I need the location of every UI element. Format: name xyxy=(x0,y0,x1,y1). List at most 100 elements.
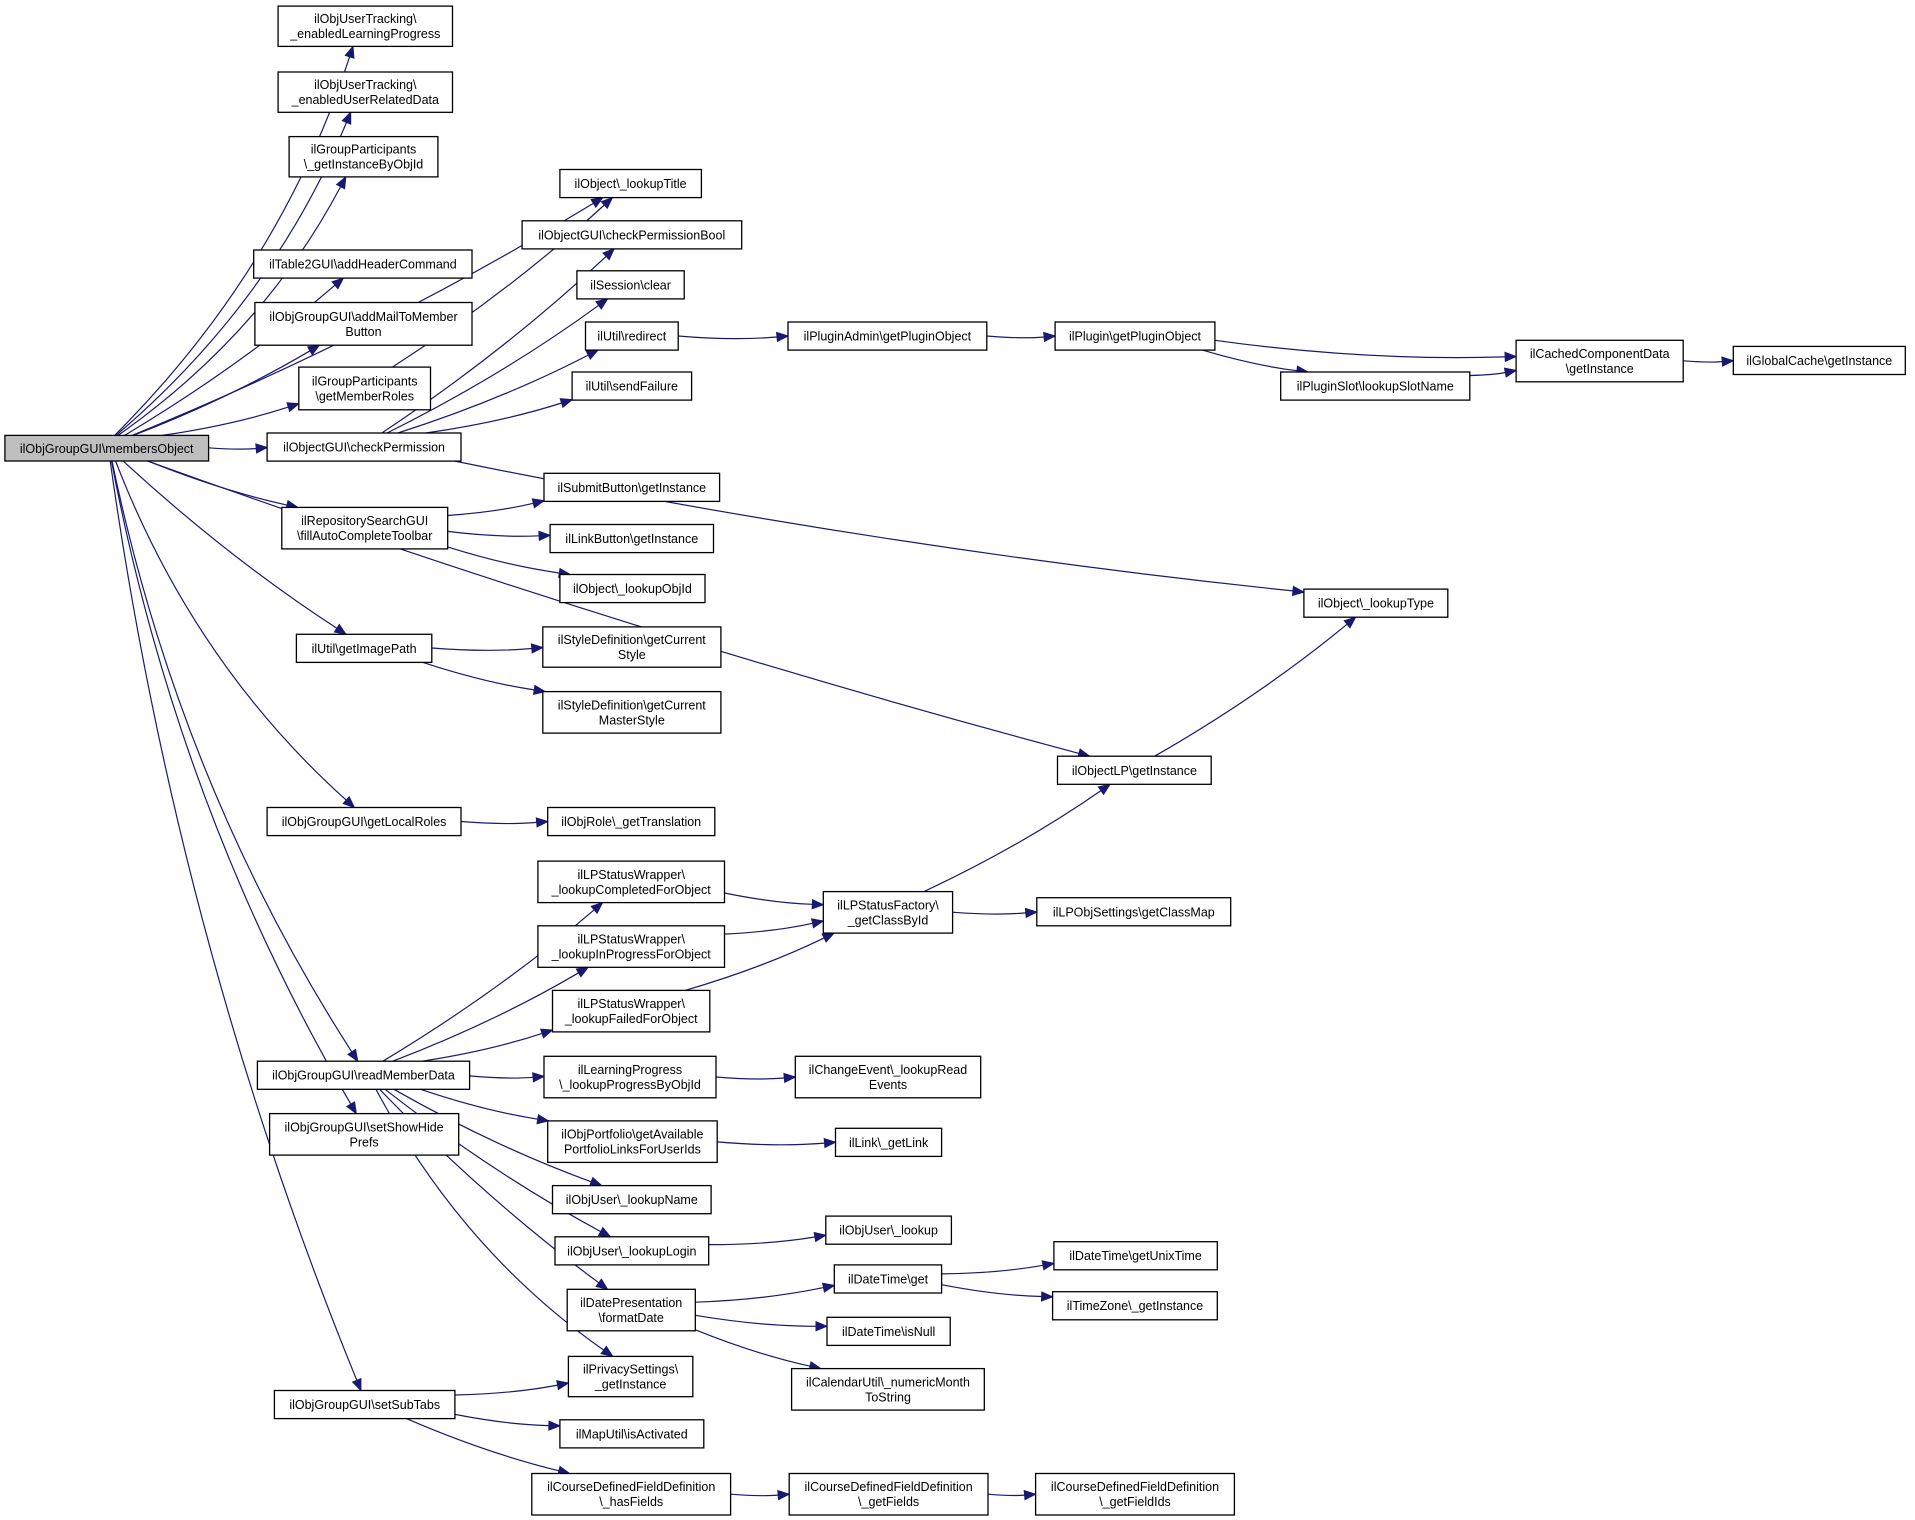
node-label-line: ilCourseDefinedFieldDefinition xyxy=(547,1480,715,1494)
edge-lookupInProgress-to-getClassById xyxy=(724,918,825,935)
edge-line xyxy=(1469,371,1506,377)
node-hasFields[interactable]: ilCourseDefinedFieldDefinition\_hasField… xyxy=(531,1472,732,1516)
edge-membersObject-to-checkPermission xyxy=(208,443,269,454)
node-linkButton[interactable]: ilLinkButton\getInstance xyxy=(549,523,715,554)
edge-line xyxy=(952,911,1026,915)
node-checkPermission[interactable]: ilObjectGUI\checkPermission xyxy=(266,432,462,462)
node-mapUtil[interactable]: ilMapUtil\isActivated xyxy=(559,1419,705,1449)
node-lookupTitle[interactable]: ilObject\_lookupTitle xyxy=(559,168,703,199)
edge-line xyxy=(447,546,560,574)
node-getFields[interactable]: ilCourseDefinedFieldDefinition\_getField… xyxy=(788,1472,989,1516)
node-label-line: ilDatePresentation xyxy=(580,1296,682,1310)
node-getClassById[interactable]: ilLPStatusFactory\_getClassById xyxy=(822,890,954,934)
node-checkPermissionBool[interactable]: ilObjectGUI\checkPermissionBool xyxy=(521,220,743,250)
edge-arrowhead xyxy=(1043,331,1057,343)
node-label-line: ilSubmitButton\getInstance xyxy=(557,481,706,495)
edge-membersObject-to-addMailToMemberButton xyxy=(132,344,321,436)
node-utilRedirect[interactable]: ilUtil\redirect xyxy=(584,321,679,351)
node-objectLPGetInstance[interactable]: ilObjectLP\getInstance xyxy=(1056,755,1212,785)
edge-arrowhead xyxy=(602,247,616,261)
node-lookupInProgress[interactable]: ilLPStatusWrapper\_lookupInProgressForOb… xyxy=(537,925,726,968)
node-sessionClear[interactable]: ilSession\clear xyxy=(576,270,685,300)
edge-utilRedirect-to-pluginAdminGetPluginObject xyxy=(678,331,790,343)
node-box xyxy=(790,1367,985,1411)
node-fillAutoCompleteToolbar[interactable]: ilRepositorySearchGUI\fillAutoCompleteTo… xyxy=(281,506,449,550)
node-label-line: ilLPObjSettings\getClassMap xyxy=(1053,905,1215,919)
node-lookupName[interactable]: ilObjUser\_lookupName xyxy=(551,1184,712,1215)
node-sendFailure[interactable]: ilUtil\sendFailure xyxy=(571,371,693,401)
node-label-line: \formatDate xyxy=(599,1311,664,1325)
edge-pluginAdminGetPluginObject-to-pluginGetPluginObject xyxy=(986,331,1057,343)
node-box xyxy=(833,1264,943,1294)
edge-arrowhead xyxy=(539,1028,554,1039)
node-enabledLP[interactable]: ilObjUserTracking\_enabledLearningProgre… xyxy=(277,5,454,48)
node-label-line: ilCachedComponentData xyxy=(1530,347,1670,361)
node-label-line: ilDateTime\isNull xyxy=(842,1325,935,1339)
node-userLookup[interactable]: ilObjUser\_lookup xyxy=(825,1215,953,1245)
node-readMemberData[interactable]: ilObjGroupGUI\readMemberData xyxy=(256,1060,471,1090)
node-lookupFailed[interactable]: ilLPStatusWrapper\_lookupFailedForObject xyxy=(551,989,711,1033)
node-box xyxy=(1036,897,1232,927)
node-enabledURD[interactable]: ilObjUserTracking\_enabledUserRelatedDat… xyxy=(277,71,454,113)
node-lookupObjId[interactable]: ilObject\_lookupObjId xyxy=(559,573,706,604)
node-label-line: ilObjRole\_getTranslation xyxy=(561,815,701,829)
node-getInstanceByObjId[interactable]: ilGroupParticipants\_getInstanceByObjId xyxy=(288,135,439,178)
node-getMemberRoles[interactable]: ilGroupParticipants\getMemberRoles xyxy=(298,366,432,411)
node-label-line: MasterStyle xyxy=(599,713,665,727)
edge-lookupSlotName-to-cachedComponentData xyxy=(1469,367,1518,378)
edge-line xyxy=(941,1284,1042,1298)
edge-arrowhead xyxy=(538,530,552,542)
edge-arrowhead xyxy=(776,331,790,343)
node-getLocalRoles[interactable]: ilObjGroupGUI\getLocalRoles xyxy=(266,806,462,837)
node-submitButton[interactable]: ilSubmitButton\getInstance xyxy=(543,472,721,503)
node-lookupLogin[interactable]: ilObjUser\_lookupLogin xyxy=(554,1236,710,1266)
node-pluginAdminGetPluginObject[interactable]: ilPluginAdmin\getPluginObject xyxy=(787,321,988,351)
node-getImagePath[interactable]: ilUtil\getImagePath xyxy=(295,633,433,664)
node-lookupCompleted[interactable]: ilLPStatusWrapper\_lookupCompletedForObj… xyxy=(537,860,726,904)
node-lookupProgressByObjId[interactable]: ilLearningProgress\_lookupProgressByObjI… xyxy=(543,1055,717,1099)
node-label-line: ilObjGroupGUI\setShowHide xyxy=(285,1120,444,1134)
node-globalCache[interactable]: ilGlobalCache\getInstance xyxy=(1732,345,1906,376)
node-setSubTabs[interactable]: ilObjGroupGUI\setSubTabs xyxy=(273,1389,456,1420)
node-label-line: ilLPStatusWrapper\ xyxy=(577,933,685,947)
node-portfolioLinks[interactable]: ilObjPortfolio\getAvailablePortfolioLink… xyxy=(547,1120,718,1164)
node-lookupSlotName[interactable]: ilPluginSlot\lookupSlotName xyxy=(1280,371,1471,401)
node-box xyxy=(277,5,454,48)
node-dateTimeGet[interactable]: ilDateTime\get xyxy=(833,1264,943,1294)
node-getFieldIds[interactable]: ilCourseDefinedFieldDefinition\_getField… xyxy=(1034,1472,1236,1516)
node-formatDate[interactable]: ilDatePresentation\formatDate xyxy=(566,1288,696,1332)
node-getClassMap[interactable]: ilLPObjSettings\getClassMap xyxy=(1036,897,1232,927)
edge-arrowhead xyxy=(1504,351,1518,363)
node-getUnixTime[interactable]: ilDateTime\getUnixTime xyxy=(1053,1241,1218,1271)
node-linkGetLink[interactable]: ilLink\_getLink xyxy=(834,1127,943,1158)
node-box xyxy=(822,890,954,934)
node-box xyxy=(1515,339,1684,383)
edge-dateTimeGet-to-getUnixTime xyxy=(941,1260,1056,1275)
edge-arrowhead xyxy=(595,1278,609,1291)
node-addHeaderCommand[interactable]: ilTable2GUI\addHeaderCommand xyxy=(253,249,473,279)
node-pluginGetPluginObject[interactable]: ilPlugin\getPluginObject xyxy=(1054,321,1216,351)
node-lookupType[interactable]: ilObject\_lookupType xyxy=(1303,588,1449,618)
edge-line xyxy=(454,1413,549,1427)
node-membersObject[interactable]: ilObjGroupGUI\membersObject xyxy=(4,434,210,462)
node-getTranslation[interactable]: ilObjRole\_getTranslation xyxy=(547,806,716,837)
node-timeZoneGetInstance[interactable]: ilTimeZone\_getInstance xyxy=(1051,1291,1218,1321)
node-privacySettings[interactable]: ilPrivacySettings\_getInstance xyxy=(567,1355,694,1398)
edge-checkPermission-to-sessionClear xyxy=(386,298,609,434)
node-box xyxy=(543,1055,717,1099)
edge-arrowhead xyxy=(1721,356,1735,367)
node-cachedComponentData[interactable]: ilCachedComponentData\getInstance xyxy=(1515,339,1684,383)
edge-arrowhead xyxy=(335,175,347,190)
edge-line xyxy=(384,1088,601,1233)
edge-arrowhead xyxy=(530,643,545,654)
node-isNull[interactable]: ilDateTime\isNull xyxy=(826,1316,951,1347)
edge-line xyxy=(695,1329,811,1367)
edge-line xyxy=(393,1088,592,1183)
node-label-line: PortfolioLinksForUserIds xyxy=(564,1143,701,1157)
